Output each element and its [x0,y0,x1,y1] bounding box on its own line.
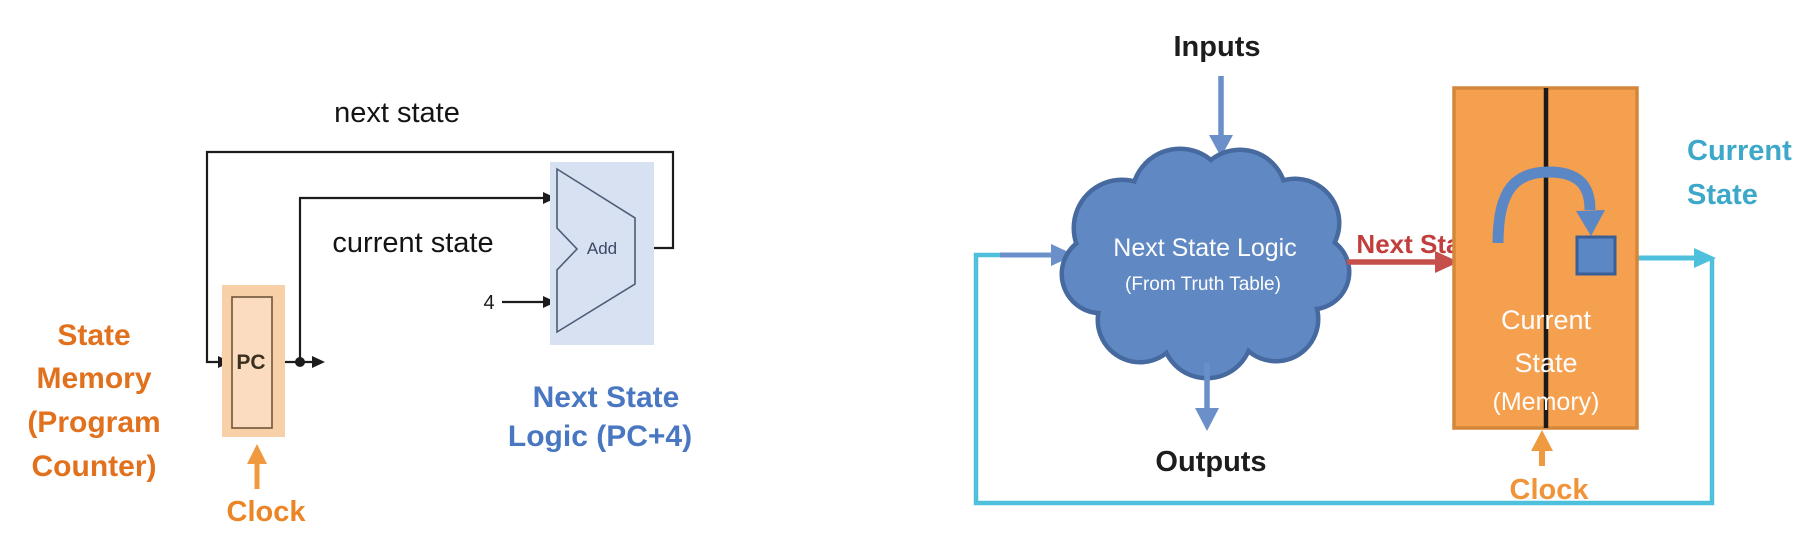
state-memory-line-4: Counter) [32,450,157,483]
state-memory-line-1: State [57,319,130,352]
next-state-logic-cloud: Next State Logic (From Truth Table) [1059,146,1352,381]
memory-box-label-line-2: State [1514,348,1577,378]
current-state-caption-line-2: State [1687,179,1758,211]
adder-label: Add [587,239,617,258]
outputs-arrowhead [1195,408,1219,431]
pc-label: PC [236,351,265,374]
pc-register-box [231,296,273,429]
next-state-wire-label: next state [334,97,460,129]
arrowhead-into-adder-bottom [543,296,556,308]
arrowhead-current-state-out [1694,248,1716,268]
inputs-label: Inputs [1174,31,1261,63]
outputs-label: Outputs [1155,446,1266,478]
wire-junction-dot [295,357,305,367]
state-update-arc [1492,166,1596,244]
current-state-caption: Current State [1687,135,1792,211]
next-state-red-arrowhead [1435,251,1459,273]
fsm-diagram: Inputs [973,31,1792,506]
clock-caption-left: Clock [227,496,307,528]
inputs-arrowhead [1209,135,1233,157]
logic-caption-line-1: Next State [533,381,680,414]
constant-four-value: 4 [483,292,494,314]
next-state-feedback-wire [205,150,675,364]
current-state-wire-label: current state [332,227,493,259]
cloud-label-line-1: Next State Logic [1113,234,1296,262]
current-state-feedback-loop [973,252,1715,506]
clock-arrowhead-right [1531,430,1553,451]
pc-diagram: 4 PC Add next state current state State … [27,97,692,528]
state-update-arc-arrowhead [1576,210,1605,236]
state-memory-caption: State Memory (Program Counter) [27,319,160,483]
state-value-square [1575,235,1617,276]
cloud-body [1064,151,1347,376]
next-state-logic-caption: Next State Logic (PC+4) [508,381,692,453]
clock-caption-right: Clock [1510,474,1590,506]
memory-box-label-line-3: (Memory) [1493,388,1600,416]
cloud-label-line-2: (From Truth Table) [1125,274,1281,295]
logic-caption-line-2: Logic (PC+4) [508,420,692,453]
state-memory-line-2: Memory [36,362,151,395]
adder-shape [556,167,636,334]
arrowhead-into-cloud [1051,244,1075,266]
memory-box-label-line-1: Current [1501,305,1592,335]
current-state-wire [298,196,544,362]
state-memory-line-3: (Program [27,406,160,439]
arrowhead-pc-output [312,356,325,368]
current-state-caption-line-1: Current [1687,135,1792,167]
clock-arrowhead-left [247,444,267,464]
arrowhead-into-adder-top [543,192,556,204]
